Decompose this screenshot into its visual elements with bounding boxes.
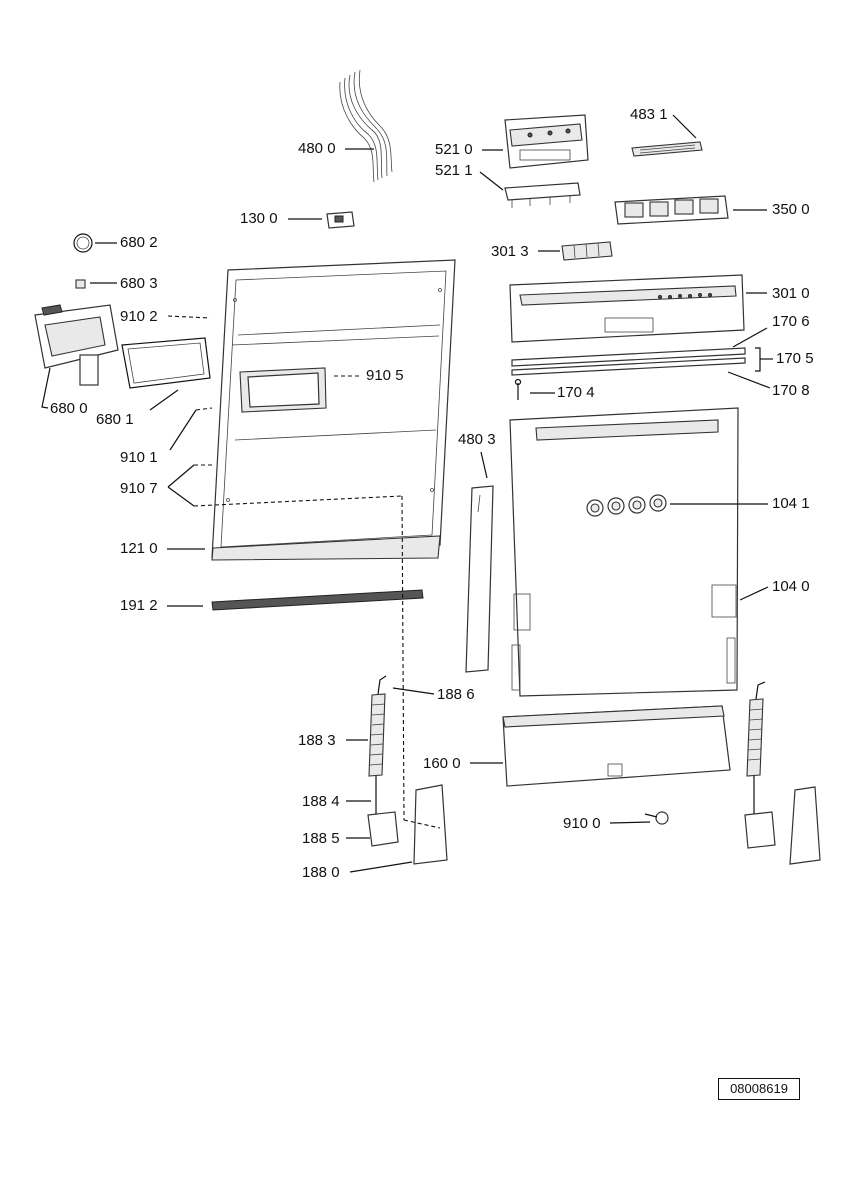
part-170-4-screw xyxy=(514,378,522,400)
label-188-4: 188 4 xyxy=(302,793,340,810)
label-301-0: 301 0 xyxy=(772,285,810,302)
part-170-8-trim-strip xyxy=(511,357,746,376)
label-910-7: 910 7 xyxy=(120,480,158,497)
label-188-5: 188 5 xyxy=(302,830,340,847)
part-910-0-key xyxy=(644,811,669,825)
label-480-0: 480 0 xyxy=(298,140,336,157)
label-188-6: 188 6 xyxy=(437,686,475,703)
label-680-0: 680 0 xyxy=(50,400,88,417)
leader-lines xyxy=(41,114,773,873)
label-130-0: 130 0 xyxy=(240,210,278,227)
part-spring-right xyxy=(744,681,821,865)
part-680-0-detergent-dispenser xyxy=(34,304,119,386)
label-680-3: 680 3 xyxy=(120,275,158,292)
label-160-0: 160 0 xyxy=(423,755,461,772)
part-680-2-gasket-ring xyxy=(73,233,93,253)
part-480-0-wire-harness xyxy=(339,69,393,183)
part-680-3-clip xyxy=(75,279,86,289)
label-483-1: 483 1 xyxy=(630,106,668,123)
part-483-1-ribbon-cable xyxy=(631,141,703,157)
part-130-0-switch xyxy=(326,211,355,229)
label-301-3: 301 3 xyxy=(491,243,529,260)
part-521-0-control-module xyxy=(504,114,589,169)
part-170-6-trim-strip xyxy=(511,347,746,367)
part-301-3-button-block xyxy=(561,241,613,261)
label-170-4: 170 4 xyxy=(557,384,595,401)
label-910-0: 910 0 xyxy=(563,815,601,832)
label-170-8: 170 8 xyxy=(772,382,810,399)
label-121-0: 121 0 xyxy=(120,540,158,557)
part-480-3-cable-cover xyxy=(465,485,494,673)
part-191-2-seal-strip xyxy=(211,589,424,611)
part-350-0-electronic-board xyxy=(614,195,729,225)
part-680-1-dispenser-gasket xyxy=(121,337,211,389)
label-910-1: 910 1 xyxy=(120,449,158,466)
label-188-3: 188 3 xyxy=(298,732,336,749)
part-160-0-kick-plate xyxy=(502,705,731,787)
label-680-2: 680 2 xyxy=(120,234,158,251)
label-910-5: 910 5 xyxy=(366,367,404,384)
label-170-5: 170 5 xyxy=(776,350,814,367)
label-521-0: 521 0 xyxy=(435,141,473,158)
label-104-0: 104 0 xyxy=(772,578,810,595)
part-121-0-inner-door xyxy=(211,259,456,561)
label-521-1: 521 1 xyxy=(435,162,473,179)
part-188-5-hinge-left xyxy=(367,811,399,847)
part-188-0-hinge-bracket-left xyxy=(413,784,448,865)
label-170-6: 170 6 xyxy=(772,313,810,330)
label-188-0: 188 0 xyxy=(302,864,340,881)
part-301-0-control-panel xyxy=(509,274,745,343)
label-104-1: 104 1 xyxy=(772,495,810,512)
label-680-1: 680 1 xyxy=(96,411,134,428)
label-480-3: 480 3 xyxy=(458,431,496,448)
part-104-0-outer-door xyxy=(509,407,739,697)
label-350-0: 350 0 xyxy=(772,201,810,218)
label-910-2: 910 2 xyxy=(120,308,158,325)
part-188-3-spring-left xyxy=(368,675,387,777)
part-104-1-knobs xyxy=(586,494,667,517)
part-521-1-bracket xyxy=(504,182,581,208)
drawing-reference-number: 08008619 xyxy=(718,1078,800,1100)
label-191-2: 191 2 xyxy=(120,597,158,614)
